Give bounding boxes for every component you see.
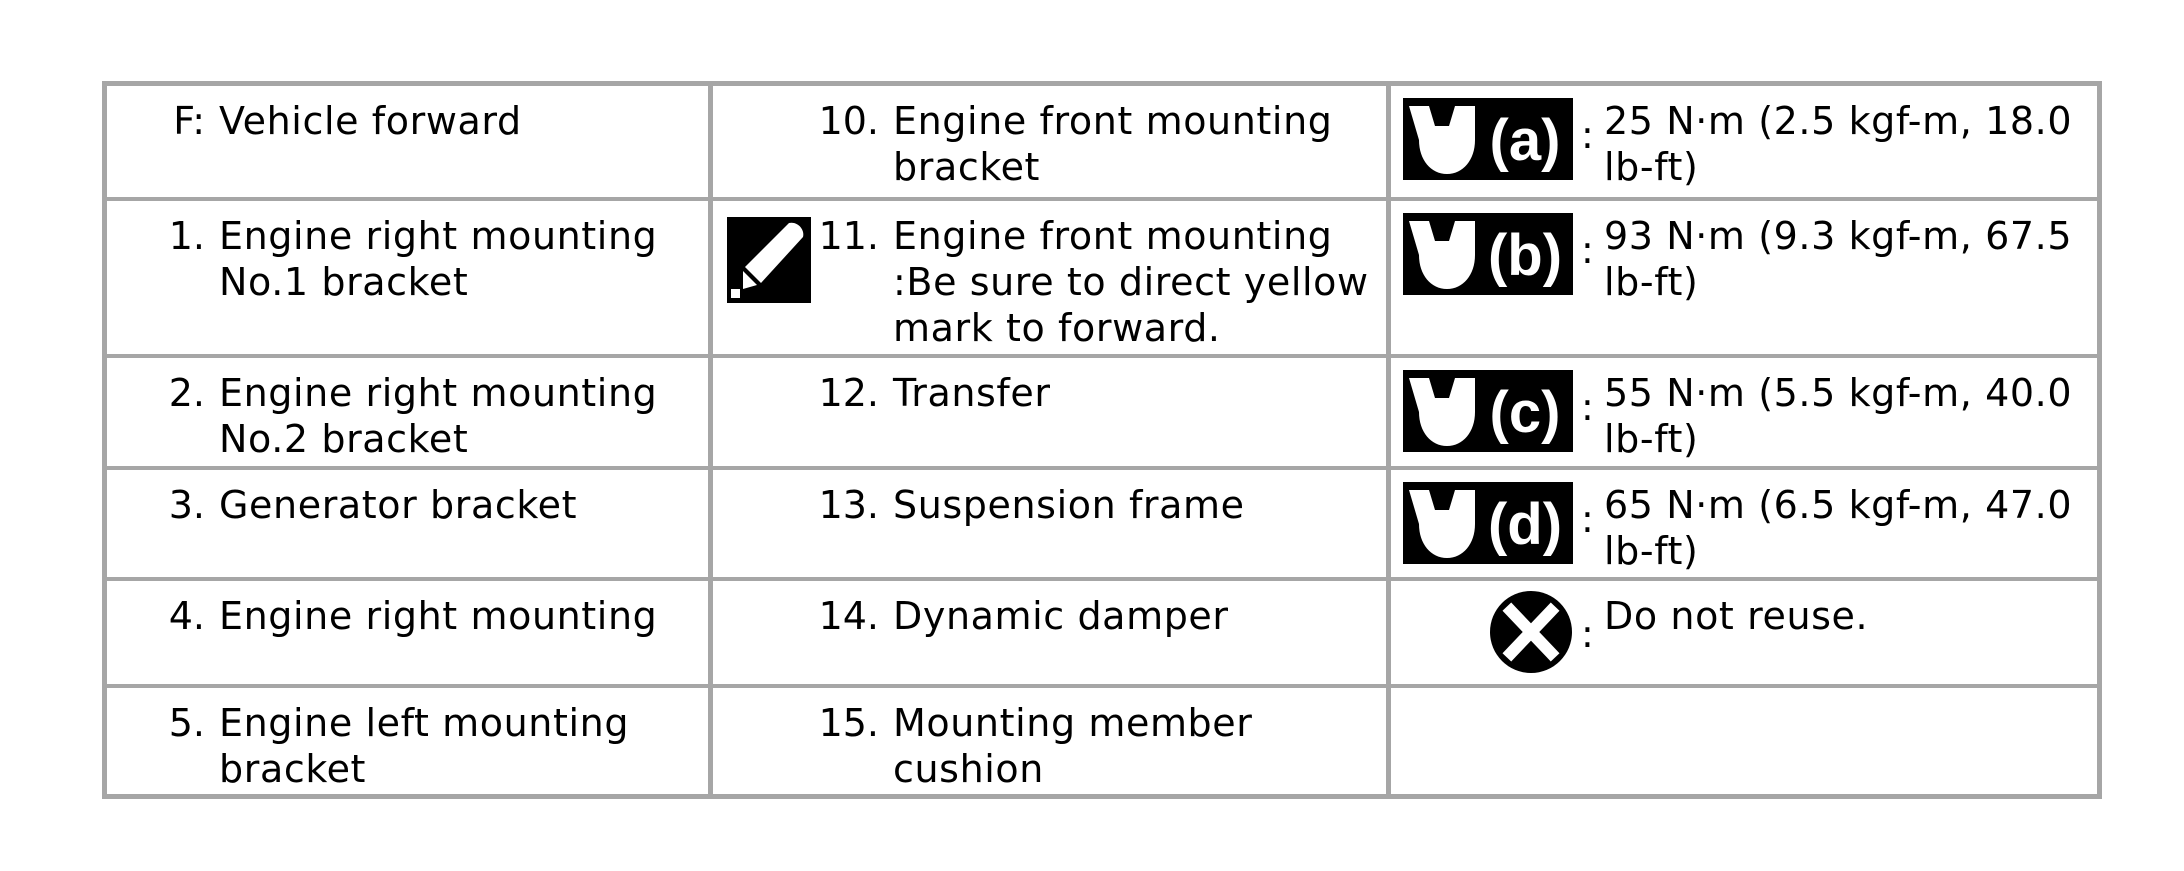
do-not-reuse-icon	[1489, 589, 1573, 675]
item-label: Engine left mounting bracket	[219, 701, 630, 791]
table-cell: 10. Engine front mounting bracket	[713, 86, 1391, 197]
item-number: 13.	[818, 483, 879, 527]
table-cell: 3. Generator bracket	[107, 470, 713, 577]
torque-wrench-icon: (a)	[1403, 98, 1573, 180]
item-label: Transfer	[893, 371, 1051, 415]
table-cell: (d) : 65 N·m (6.5 kgf-m, 47.0 lb-ft)	[1391, 470, 2097, 577]
table-cell: : Do not reuse.	[1391, 581, 2097, 684]
table-cell: 13. Suspension frame	[713, 470, 1391, 577]
legend-table: F: Vehicle forward 10. Engine front moun…	[102, 81, 2102, 799]
table-row: 2. Engine right mounting No.2 bracket 12…	[107, 358, 2097, 470]
table-cell-empty	[1391, 688, 2097, 794]
table-cell: (a) : 25 N·m (2.5 kgf-m, 18.0 lb-ft)	[1391, 86, 2097, 197]
table-cell: F: Vehicle forward	[107, 86, 713, 197]
table-row: 3. Generator bracket 13. Suspension fram…	[107, 470, 2097, 581]
table-row: 5. Engine left mounting bracket 15. Moun…	[107, 688, 2097, 794]
table-cell: 1. Engine right mounting No.1 bracket	[107, 201, 713, 354]
item-label: Engine right mounting No.2 bracket	[219, 371, 658, 461]
table-cell: 14. Dynamic damper	[713, 581, 1391, 684]
torque-spec-label: (c)	[1490, 380, 1561, 445]
item-label: Dynamic damper	[893, 594, 1229, 638]
table-row: 1. Engine right mounting No.1 bracket 11…	[107, 201, 2097, 358]
item-label: Suspension frame	[893, 483, 1245, 527]
torque-spec-label: (a)	[1490, 108, 1561, 173]
item-number: 12.	[818, 371, 879, 415]
item-number: 11.	[818, 214, 879, 258]
item-label: Generator bracket	[219, 483, 578, 527]
caution-text: Do not reuse.	[1604, 594, 1869, 638]
torque-wrench-icon: (c)	[1403, 370, 1573, 452]
table-cell: 12. Transfer	[713, 358, 1391, 466]
item-number: 5.	[168, 701, 205, 745]
torque-value: 65 N·m (6.5 kgf-m, 47.0 lb-ft)	[1604, 483, 2073, 573]
torque-spec-label: (d)	[1488, 492, 1562, 557]
torque-value: 55 N·m (5.5 kgf-m, 40.0 lb-ft)	[1604, 371, 2073, 461]
item-label: Engine front mounting :Be sure to direct…	[893, 214, 1369, 350]
table-cell: 2. Engine right mounting No.2 bracket	[107, 358, 713, 466]
item-number: F:	[173, 99, 205, 143]
item-number: 3.	[168, 483, 205, 527]
item-number: 14.	[818, 594, 879, 638]
table-cell: 15. Mounting member cushion	[713, 688, 1391, 794]
table-cell: (c) : 55 N·m (5.5 kgf-m, 40.0 lb-ft)	[1391, 358, 2097, 466]
item-number: 10.	[818, 99, 879, 143]
item-label: Engine front mounting bracket	[893, 99, 1333, 189]
torque-value: 93 N·m (9.3 kgf-m, 67.5 lb-ft)	[1604, 214, 2073, 304]
table-row: 4. Engine right mounting 14. Dynamic dam…	[107, 581, 2097, 688]
table-cell: 11. Engine front mounting :Be sure to di…	[713, 201, 1391, 354]
table-cell: 5. Engine left mounting bracket	[107, 688, 713, 794]
torque-spec-label: (b)	[1488, 223, 1562, 288]
torque-wrench-icon: (d)	[1403, 482, 1573, 564]
note-pen-icon	[727, 217, 811, 303]
item-number: 2.	[168, 371, 205, 415]
item-label: Vehicle forward	[219, 99, 522, 143]
item-number: 1.	[168, 214, 205, 258]
item-number: 15.	[818, 701, 879, 745]
table-cell: 4. Engine right mounting	[107, 581, 713, 684]
table-row: F: Vehicle forward 10. Engine front moun…	[107, 86, 2097, 201]
item-label: Engine right mounting No.1 bracket	[219, 214, 658, 304]
table-cell: (b) : 93 N·m (9.3 kgf-m, 67.5 lb-ft)	[1391, 201, 2097, 354]
torque-wrench-icon: (b)	[1403, 213, 1573, 295]
item-number: 4.	[168, 594, 205, 638]
torque-value: 25 N·m (2.5 kgf-m, 18.0 lb-ft)	[1604, 99, 2073, 189]
item-label: Mounting member cushion	[893, 701, 1253, 791]
item-label: Engine right mounting	[219, 594, 658, 638]
